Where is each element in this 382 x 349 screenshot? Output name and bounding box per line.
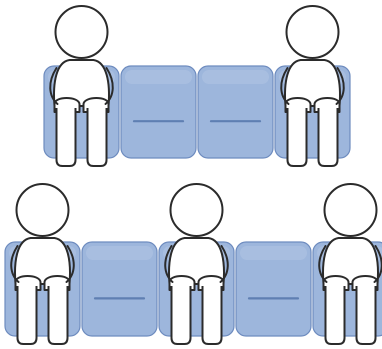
person-head xyxy=(325,184,377,236)
bench-seat xyxy=(121,66,196,158)
person-head xyxy=(17,184,69,236)
person-leg-left xyxy=(288,108,307,166)
top-bench xyxy=(44,6,350,166)
person-leg-right xyxy=(88,108,107,166)
person-leg-right xyxy=(203,286,222,344)
person-head xyxy=(56,6,108,58)
person-head xyxy=(171,184,223,236)
bench-seat xyxy=(236,242,311,336)
person-leg-left xyxy=(326,286,345,344)
person-leg-right xyxy=(49,286,68,344)
person-leg-left xyxy=(57,108,76,166)
bench-seat xyxy=(82,242,157,336)
person-leg-left xyxy=(18,286,37,344)
person-leg-right xyxy=(357,286,376,344)
person-head xyxy=(287,6,339,58)
bottom-bench xyxy=(5,184,382,344)
bench-seat xyxy=(198,66,273,158)
person-leg-left xyxy=(172,286,191,344)
person-leg-right xyxy=(319,108,338,166)
